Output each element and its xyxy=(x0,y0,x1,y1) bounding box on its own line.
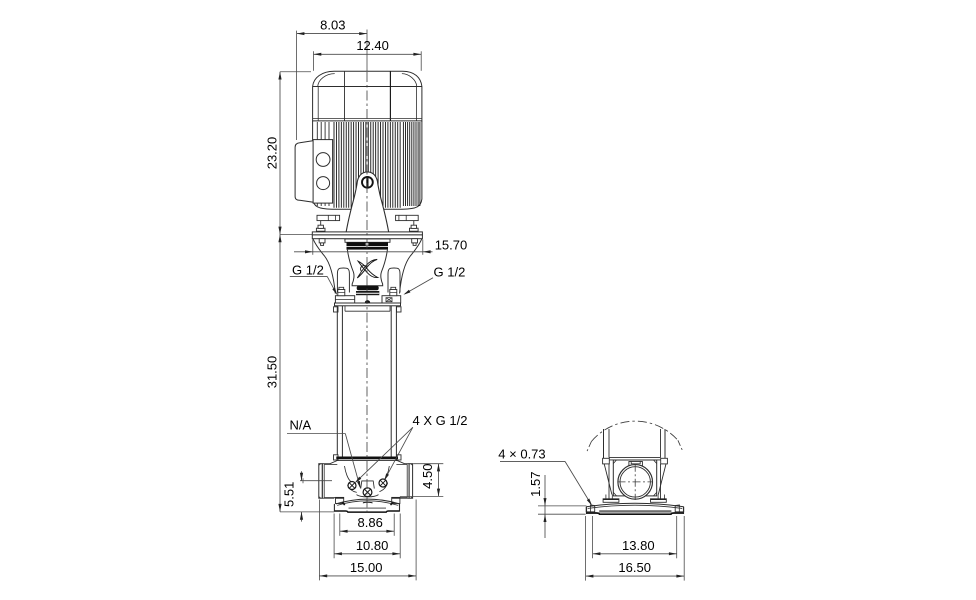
svg-text:16.50: 16.50 xyxy=(618,560,651,575)
svg-text:15.70: 15.70 xyxy=(435,237,468,252)
svg-text:N/A: N/A xyxy=(290,417,312,432)
svg-text:10.80: 10.80 xyxy=(356,538,389,553)
svg-text:4 × 0.73: 4 × 0.73 xyxy=(498,446,545,461)
svg-text:23.20: 23.20 xyxy=(265,137,280,170)
svg-text:G 1/2: G 1/2 xyxy=(292,262,324,277)
svg-text:4.50: 4.50 xyxy=(420,464,435,489)
svg-text:4 X G 1/2: 4 X G 1/2 xyxy=(413,413,468,428)
svg-text:5.51: 5.51 xyxy=(282,482,297,507)
svg-text:1.57: 1.57 xyxy=(528,472,543,497)
svg-text:15.00: 15.00 xyxy=(350,560,383,575)
svg-text:8.86: 8.86 xyxy=(358,515,383,530)
svg-text:12.40: 12.40 xyxy=(356,38,389,53)
svg-text:13.80: 13.80 xyxy=(622,538,655,553)
svg-text:31.50: 31.50 xyxy=(265,356,280,389)
svg-text:8.03: 8.03 xyxy=(320,18,345,33)
svg-text:G 1/2: G 1/2 xyxy=(434,265,466,280)
